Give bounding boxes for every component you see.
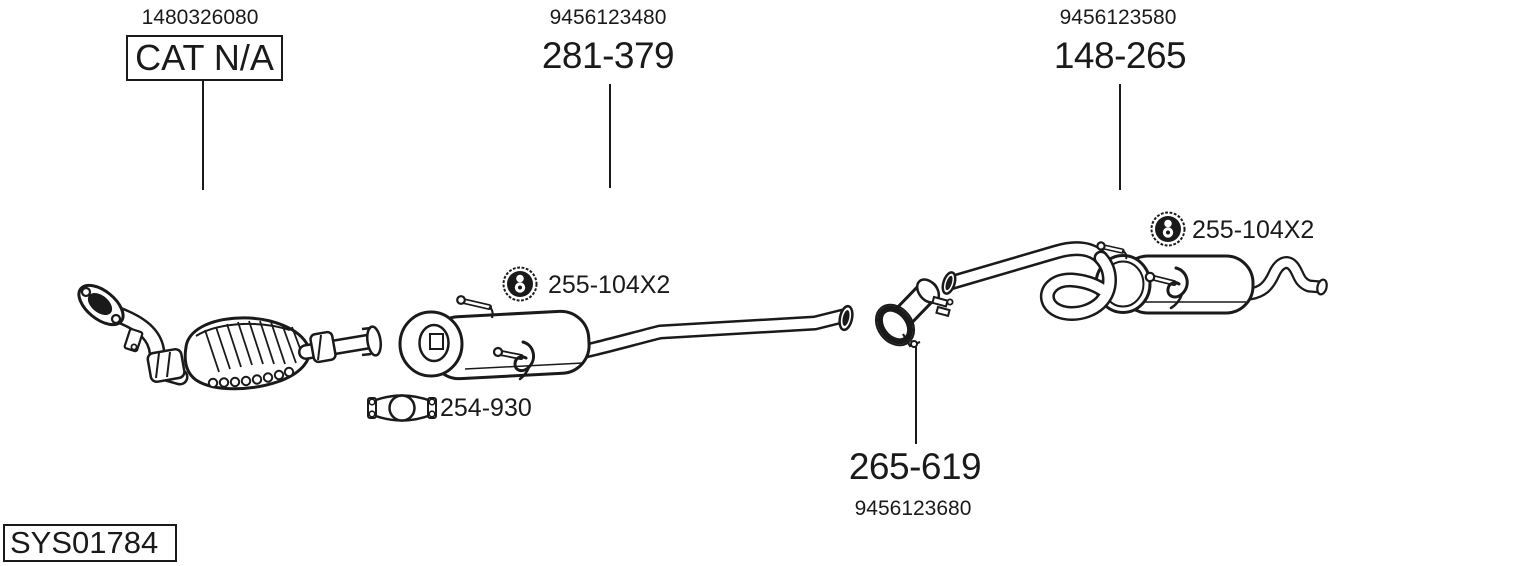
rear-muffler-oe-number: 9456123580	[1059, 6, 1177, 29]
connector-part-number: 265-619	[848, 446, 982, 487]
tail-pipe	[1243, 256, 1328, 301]
intermediate-pipe	[577, 304, 854, 359]
front-flange	[77, 283, 125, 327]
pipe-connector	[874, 278, 954, 348]
muffler-hanger-pin	[456, 295, 494, 319]
catalyst-part-box: CAT N/A	[126, 35, 283, 81]
catalyst-part-number: CAT N/A	[135, 37, 274, 78]
muffler-hook-rod	[492, 340, 536, 381]
catalytic-converter	[183, 316, 382, 391]
middle-muffler	[398, 295, 591, 381]
front-pipe	[77, 283, 189, 386]
system-code: SYS01784	[10, 525, 159, 560]
hanger-front-part-number: 255-104X2	[548, 271, 671, 299]
middle-muffler-oe-number: 9456123480	[549, 6, 667, 29]
rear-muffler-part-number: 148-265	[1053, 35, 1187, 76]
clamp-icon	[367, 394, 437, 422]
middle-muffler-part-number: 281-379	[541, 35, 675, 76]
leader-lines	[202, 81, 1121, 444]
system-code-box: SYS01784	[3, 524, 177, 562]
rear-hanger-pin	[1096, 241, 1128, 260]
inlet-coupling	[146, 347, 186, 384]
rear-hook-rod	[1144, 266, 1189, 310]
rear-muffler-assembly	[941, 241, 1328, 321]
hanger-icon	[1150, 211, 1186, 247]
pipe-bracket	[123, 328, 144, 353]
clamp-part-number: 254-930	[440, 394, 532, 422]
catalyst-hatching	[204, 320, 305, 373]
hanger-icon	[502, 266, 538, 302]
hanger-rear-part-number: 255-104X2	[1192, 216, 1315, 244]
catalyst-outlet-pipe	[298, 325, 382, 364]
connector-oe-number: 9456123680	[854, 497, 972, 520]
catalyst-corrugation	[207, 366, 295, 389]
catalyst-oe-number: 1480326080	[141, 6, 259, 29]
